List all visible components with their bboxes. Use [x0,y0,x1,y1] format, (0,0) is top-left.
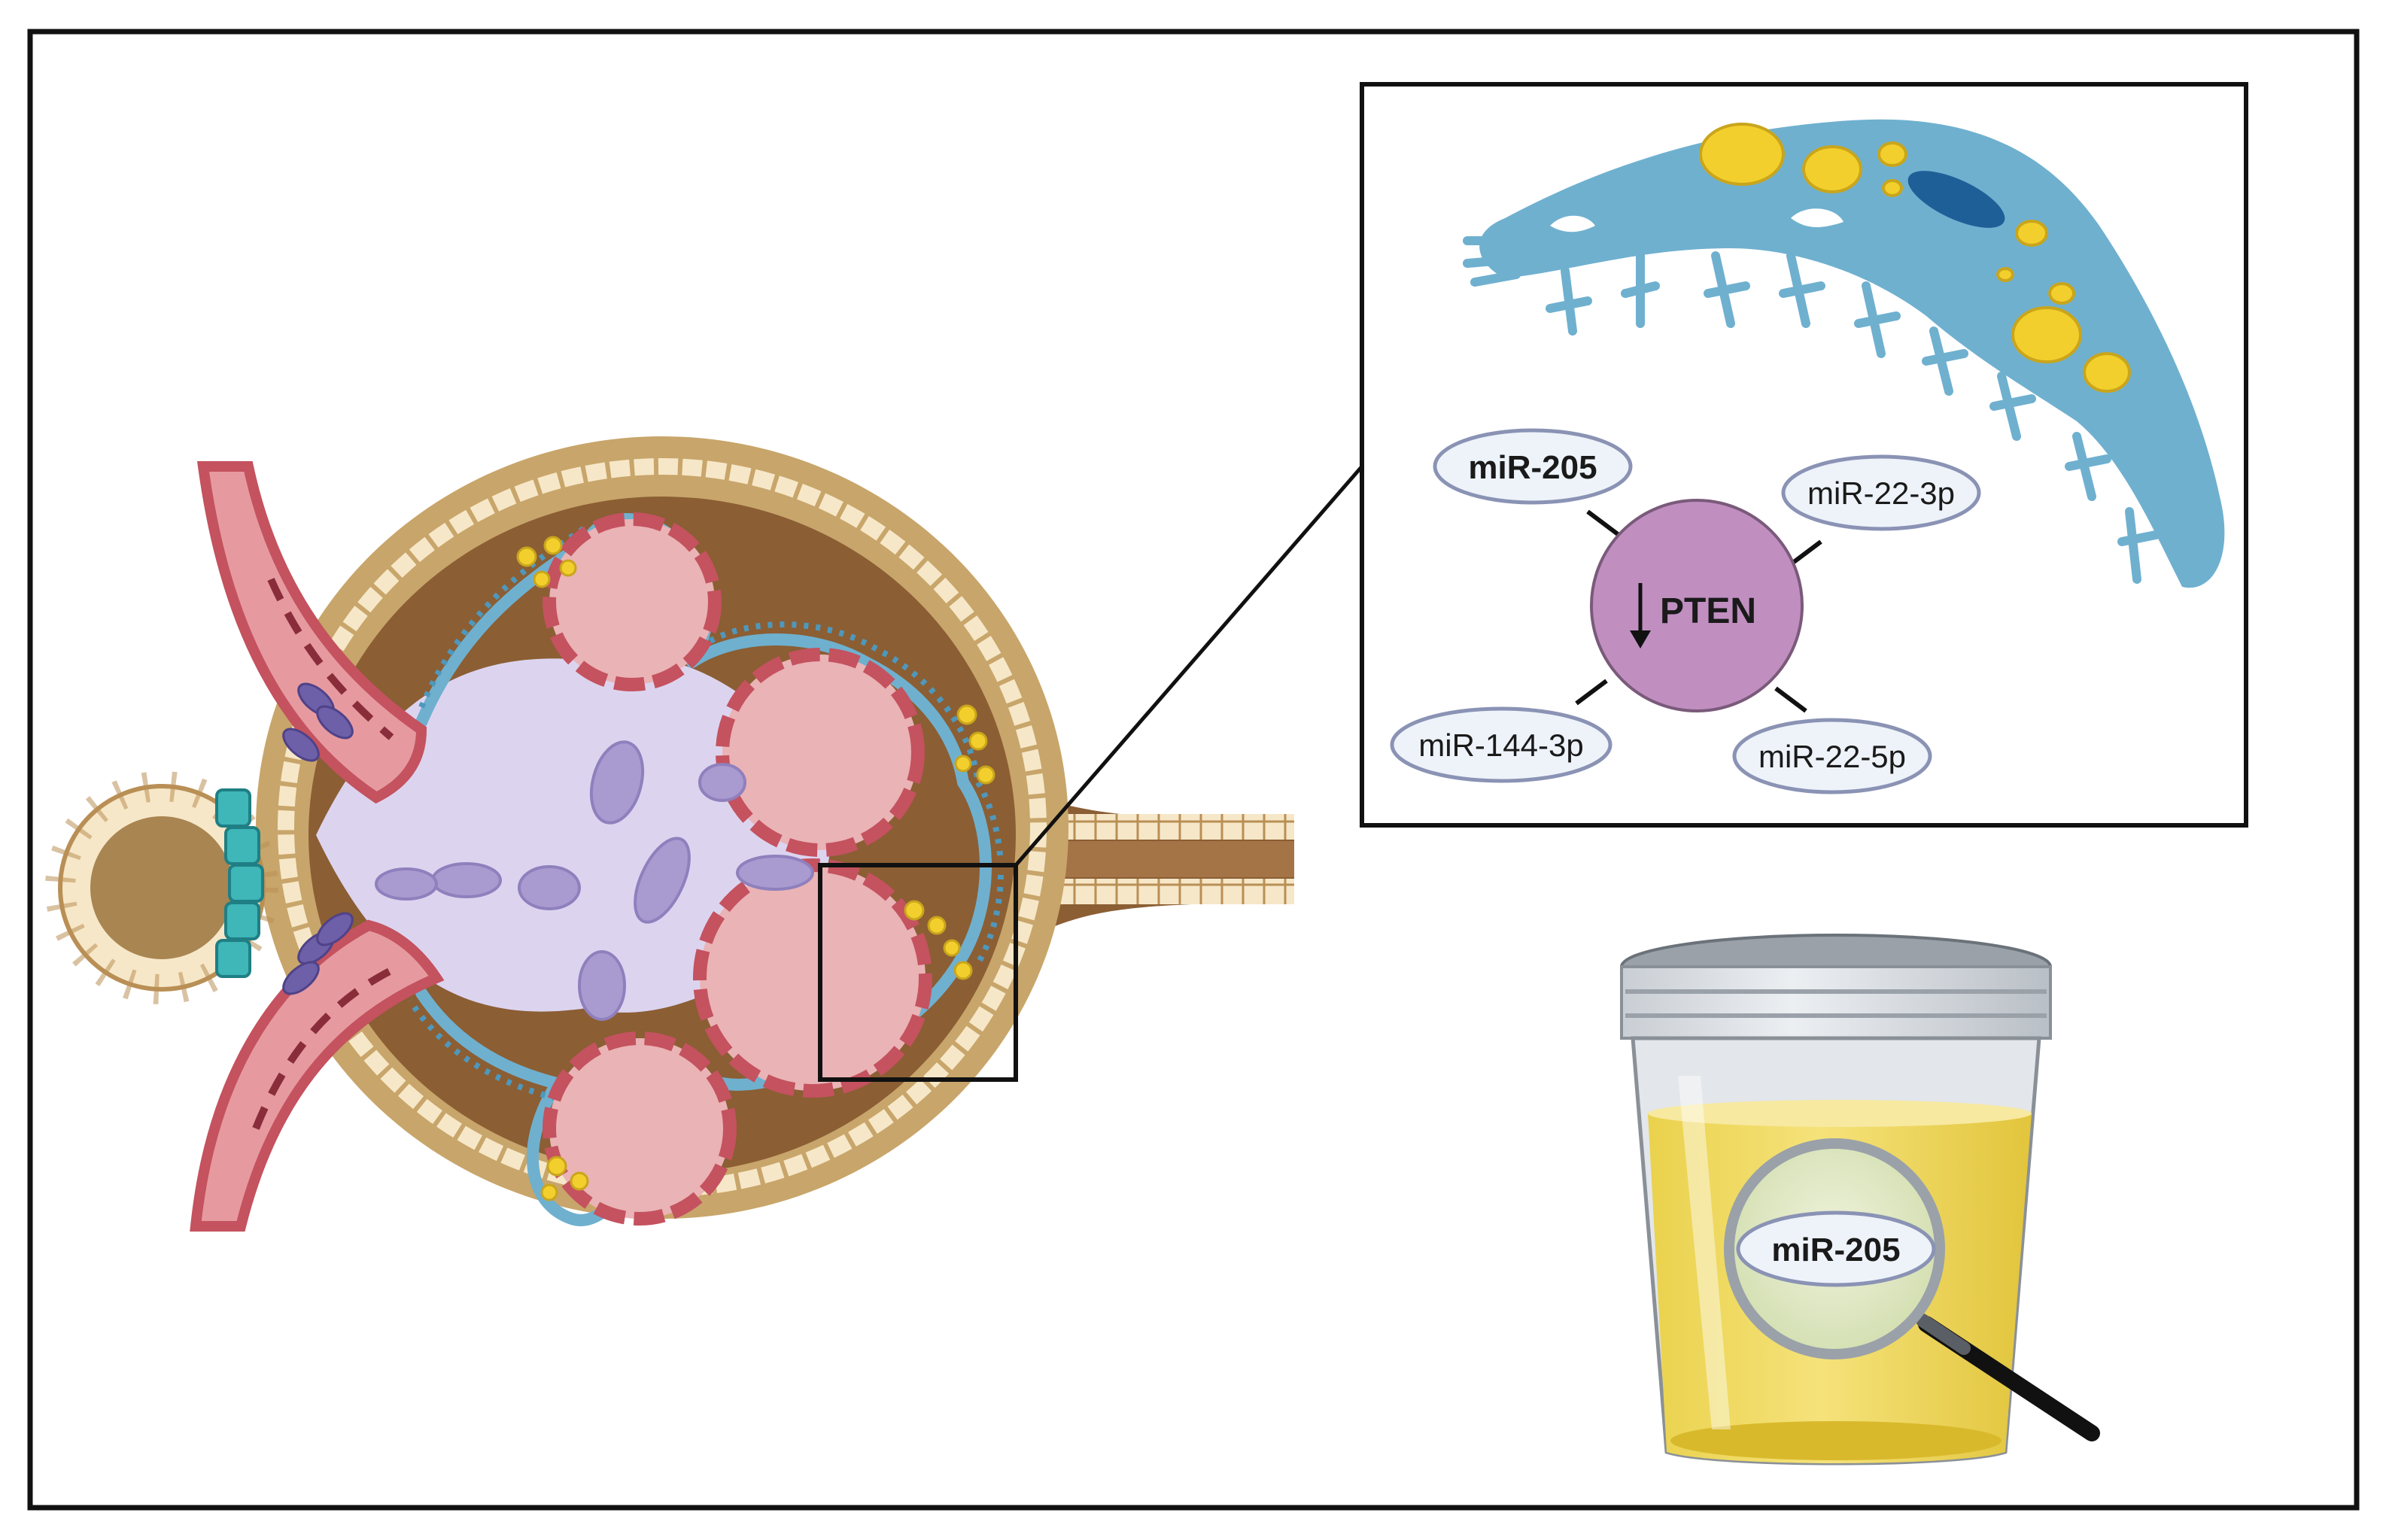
mirna-label: miR-144-3p [1418,727,1583,763]
mirna-node-mir144-3p: miR-144-3p [1390,706,1612,783]
podocyte-foot-processes [407,524,1004,1101]
mirna-node-mir205: miR-205 [1433,428,1633,505]
macula-densa [215,788,264,978]
zoom-connector-bottom [1015,466,1363,866]
distal-tubule [45,771,278,1004]
extraglomerular-mesangium [282,682,354,995]
inset-panel: PTEN miR-205 miR-22-3p miR-144-3p miR-22… [1360,82,2248,828]
mirna-label: miR-205 [1468,449,1597,486]
proximal-tubule [1038,797,1294,933]
inset-lipid-droplets [1699,123,2131,393]
glomerulus-illustration [45,436,1294,1232]
mesangium [316,658,831,1013]
network-edges [1575,509,1822,713]
mesangial-cells [375,740,814,1021]
pten-node: PTEN [1590,499,1804,712]
mirna-node-mir22-3p: miR-22-3p [1781,454,1981,531]
efferent-arteriole [190,919,445,1232]
podocyte-cell [1463,119,2225,588]
mirna-label: miR-22-3p [1807,475,1955,511]
magnified-mirna-node: miR-205 [1736,1210,1936,1287]
arterioles [190,461,445,1232]
magnified-mirna-label: miR-205 [1771,1232,1900,1268]
capillary-loops [543,512,932,1226]
podocyte-nucleus [1907,171,2005,228]
pten-label: PTEN [1660,591,1756,631]
mirna-label: miR-22-5p [1758,739,1906,774]
mirna-node-mir22-5p: miR-22-5p [1732,718,1932,794]
zoom-region-box [818,863,1018,1082]
lipid-droplets [516,536,995,1201]
urine-sample-cup: miR-205 [1620,934,2100,1466]
down-arrowhead-icon [1630,630,1651,649]
